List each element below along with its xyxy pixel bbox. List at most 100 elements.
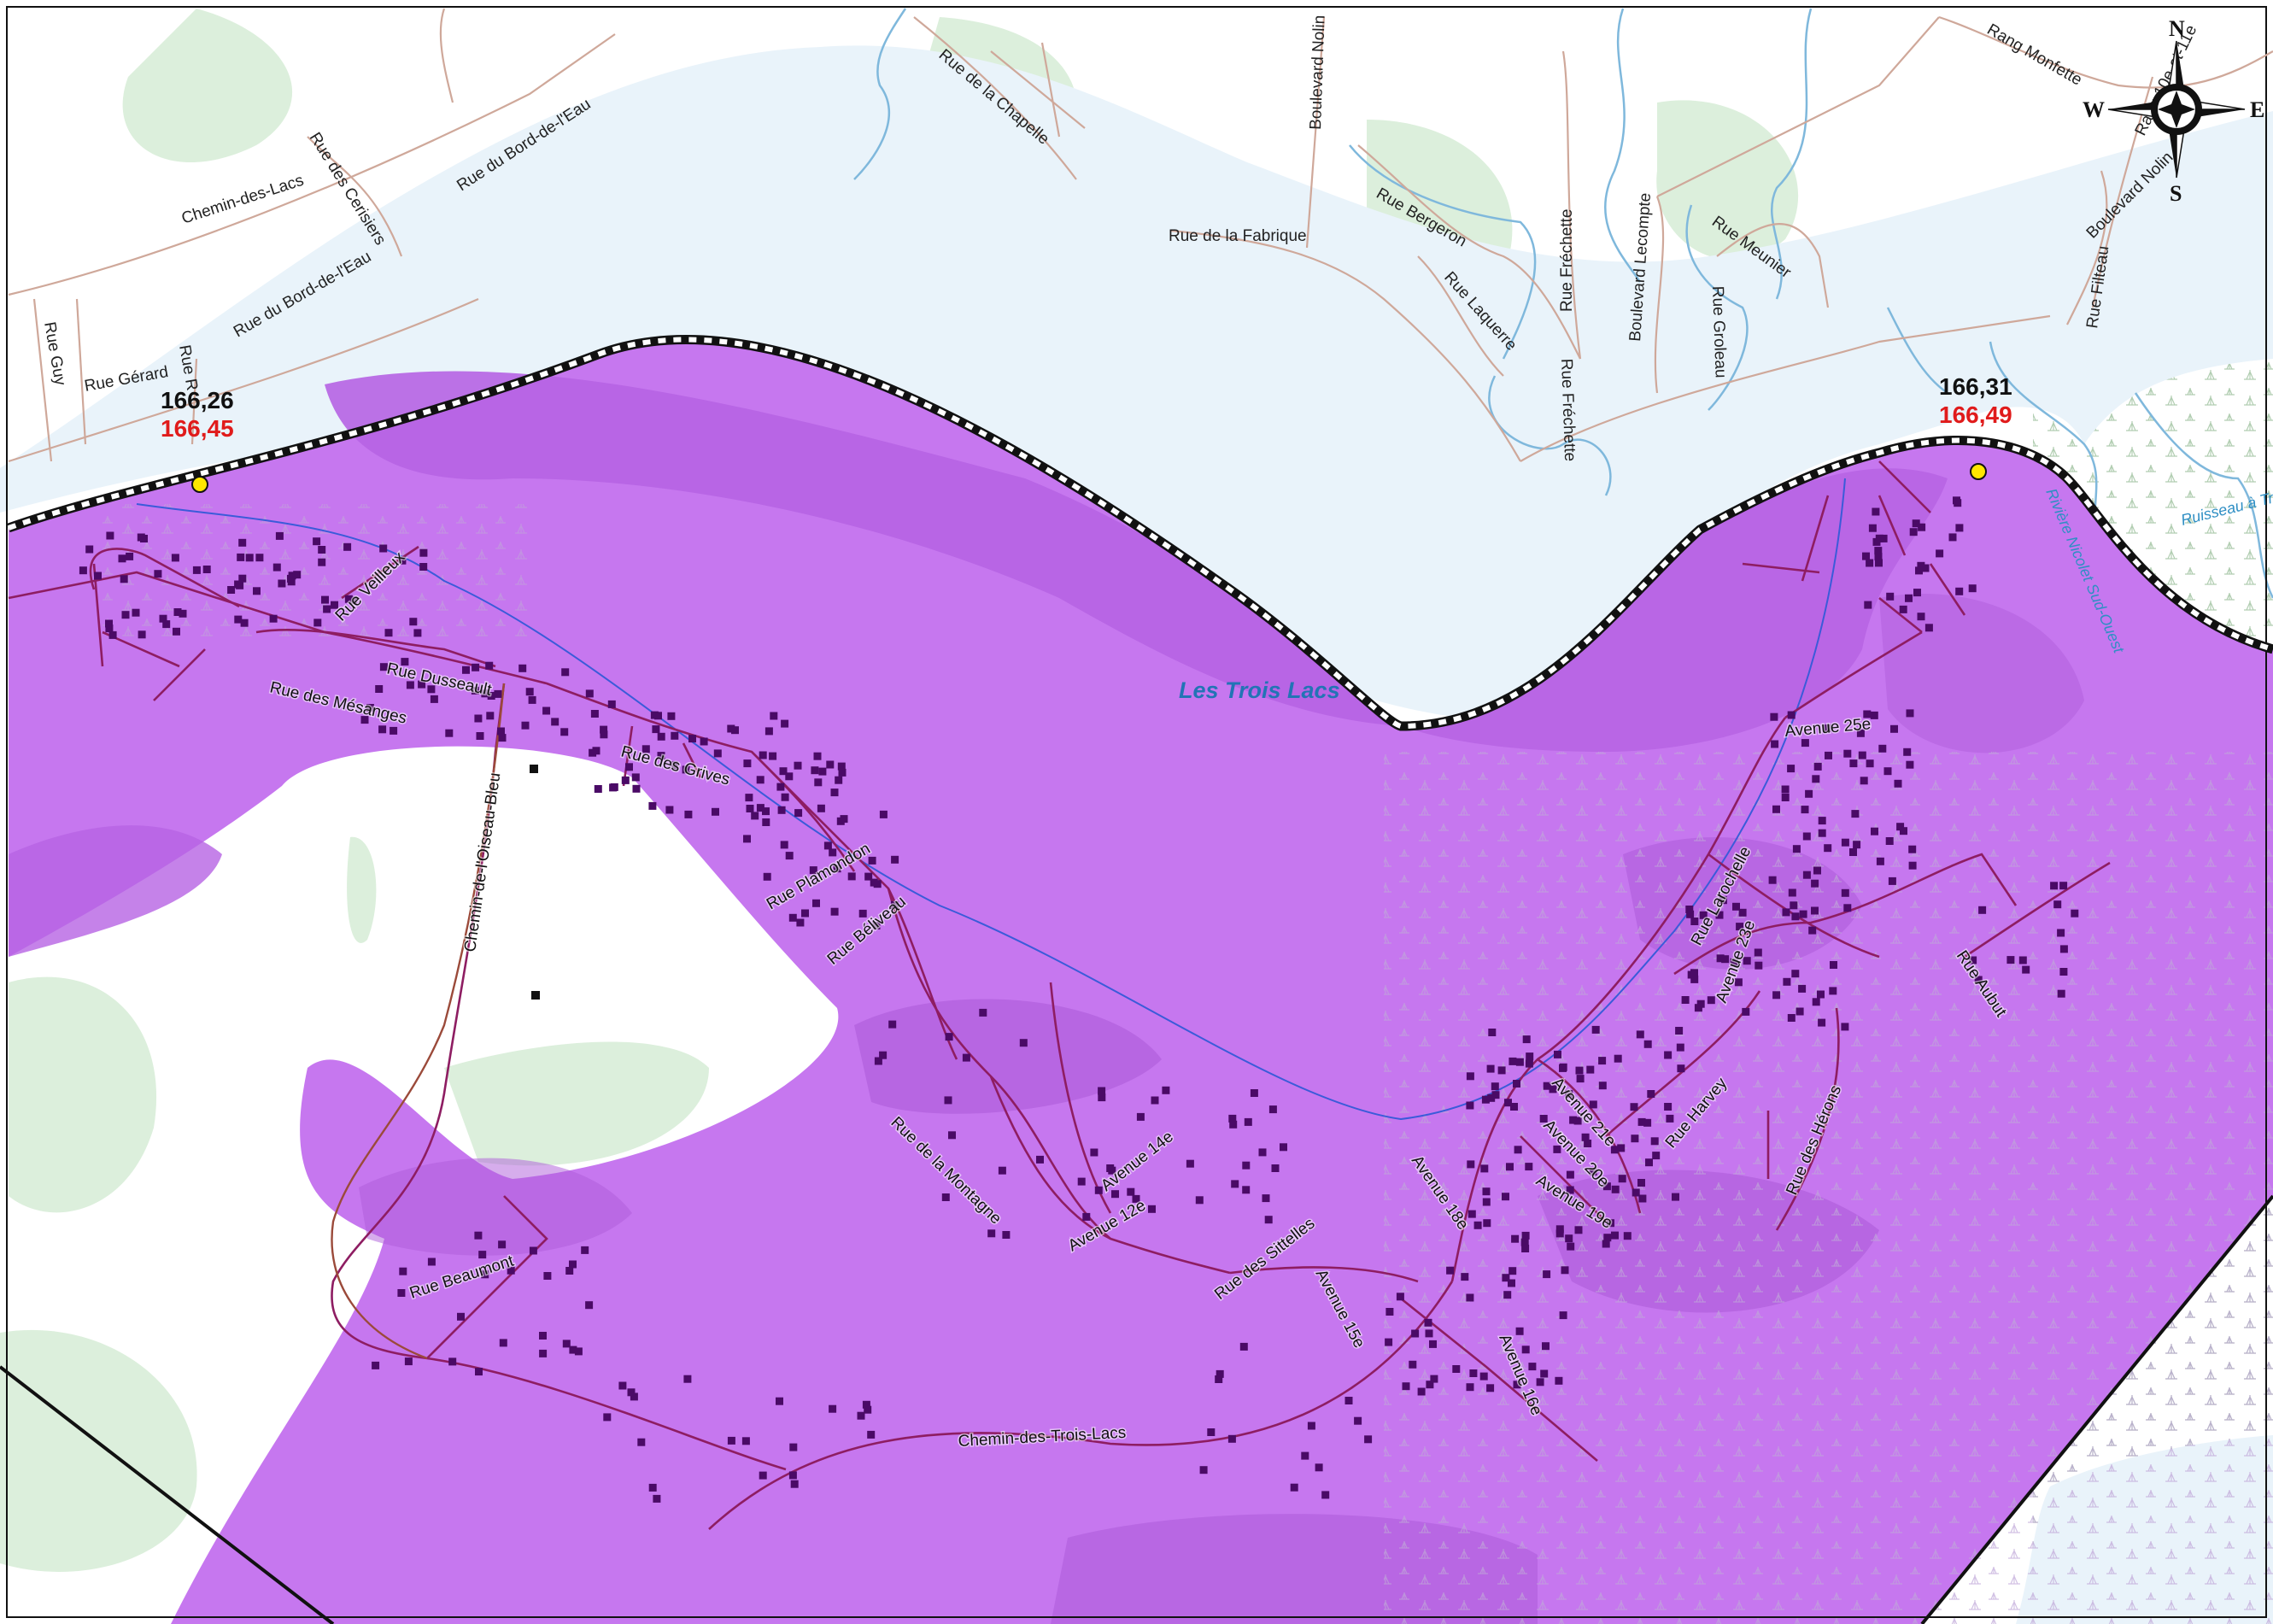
building-point: [1487, 1093, 1496, 1102]
building-point: [594, 785, 602, 793]
building-point: [1936, 549, 1944, 558]
building-point: [406, 681, 414, 689]
road-oiseau-bleu: [331, 683, 506, 1360]
building-point: [653, 1494, 661, 1503]
building-point: [1216, 1369, 1224, 1378]
building-point: [1781, 785, 1790, 794]
building-point: [2018, 956, 2027, 964]
building-point: [769, 752, 777, 760]
building-point: [1504, 1099, 1512, 1107]
building-point: [756, 776, 765, 784]
building-point: [835, 776, 843, 784]
building-point: [2059, 968, 2068, 976]
building-point: [1787, 1014, 1796, 1022]
building-point: [430, 695, 438, 703]
building-point: [838, 768, 847, 777]
building-point: [1783, 977, 1791, 986]
building-point: [727, 724, 735, 733]
building-point: [472, 663, 480, 671]
building-point: [776, 1397, 783, 1405]
building-point: [840, 815, 848, 824]
building-point: [962, 1053, 970, 1062]
building-point: [1429, 1340, 1437, 1348]
building-point: [1344, 1397, 1353, 1404]
building-point: [1813, 762, 1822, 771]
building-point: [879, 1051, 888, 1059]
building-point: [1908, 861, 1917, 870]
building-point: [1567, 1242, 1575, 1251]
building-point: [1321, 1491, 1330, 1499]
building-point: [1796, 1007, 1804, 1016]
building-point: [1772, 991, 1781, 1000]
building-point: [1503, 1291, 1512, 1299]
building-point: [1549, 1085, 1557, 1093]
building-point: [255, 554, 264, 562]
building-point: [1151, 1096, 1159, 1105]
building-point: [378, 725, 387, 734]
building-point: [1607, 1219, 1614, 1228]
building-point: [1511, 1234, 1520, 1243]
building-point: [625, 763, 633, 771]
building-point: [2050, 882, 2059, 890]
building-point: [890, 900, 899, 909]
compass-rose[interactable]: N S E W: [2083, 16, 2264, 206]
building-point: [1207, 1428, 1216, 1436]
building-point: [1513, 1080, 1520, 1088]
building-point: [1787, 765, 1796, 773]
building-point: [1666, 1114, 1674, 1123]
building-point: [1876, 857, 1884, 865]
building-point: [1948, 533, 1957, 542]
building-point: [1555, 1376, 1563, 1385]
building-point: [1565, 1089, 1573, 1098]
building-point: [1536, 1378, 1544, 1387]
building-point: [1479, 1372, 1488, 1381]
building-point: [126, 552, 134, 560]
building-point: [777, 806, 786, 814]
building-point: [879, 810, 888, 818]
building-point: [1515, 1058, 1524, 1066]
building-point: [1473, 1221, 1482, 1229]
building-point: [796, 918, 805, 927]
building-point: [1482, 1187, 1491, 1196]
building-point: [1883, 767, 1892, 776]
elevation-marker-west[interactable]: [191, 476, 208, 493]
building-point: [756, 804, 765, 812]
building-point: [1575, 1066, 1584, 1075]
building-point: [474, 1231, 483, 1240]
building-point: [891, 855, 899, 864]
building-point: [1664, 1103, 1673, 1111]
building-point: [1730, 958, 1738, 966]
building-point: [474, 714, 483, 723]
building-point: [1491, 1082, 1499, 1091]
building-point: [132, 608, 140, 617]
building-point: [743, 759, 752, 768]
building-point: [318, 558, 326, 566]
building-point: [173, 608, 182, 616]
building-point: [1542, 1342, 1550, 1351]
svg-text:Rue de la Fabrique: Rue de la Fabrique: [1169, 227, 1307, 245]
building-point: [1385, 1338, 1393, 1346]
lake-label[interactable]: Les Trois Lacs: [1179, 677, 1340, 703]
building-point: [318, 546, 326, 554]
building-point: [1521, 1231, 1530, 1240]
building-point: [237, 553, 245, 561]
building-point: [1430, 1375, 1438, 1383]
building-point: [427, 1258, 436, 1266]
building-point: [1566, 1186, 1574, 1194]
building-point: [293, 571, 302, 579]
building-point: [1868, 524, 1877, 532]
building-point: [1913, 589, 1921, 597]
building-point: [565, 1267, 574, 1275]
building-point: [746, 805, 754, 812]
elevation-marker-east[interactable]: [1970, 463, 1987, 480]
building-point: [234, 615, 243, 624]
building-point: [1650, 1137, 1659, 1146]
building-point: [1909, 528, 1918, 536]
building-point: [1824, 844, 1832, 853]
building-point: [1098, 1093, 1106, 1102]
building-point: [1019, 1039, 1028, 1047]
building-point: [1812, 775, 1820, 783]
building-point: [419, 563, 428, 571]
building-point: [585, 1301, 594, 1310]
